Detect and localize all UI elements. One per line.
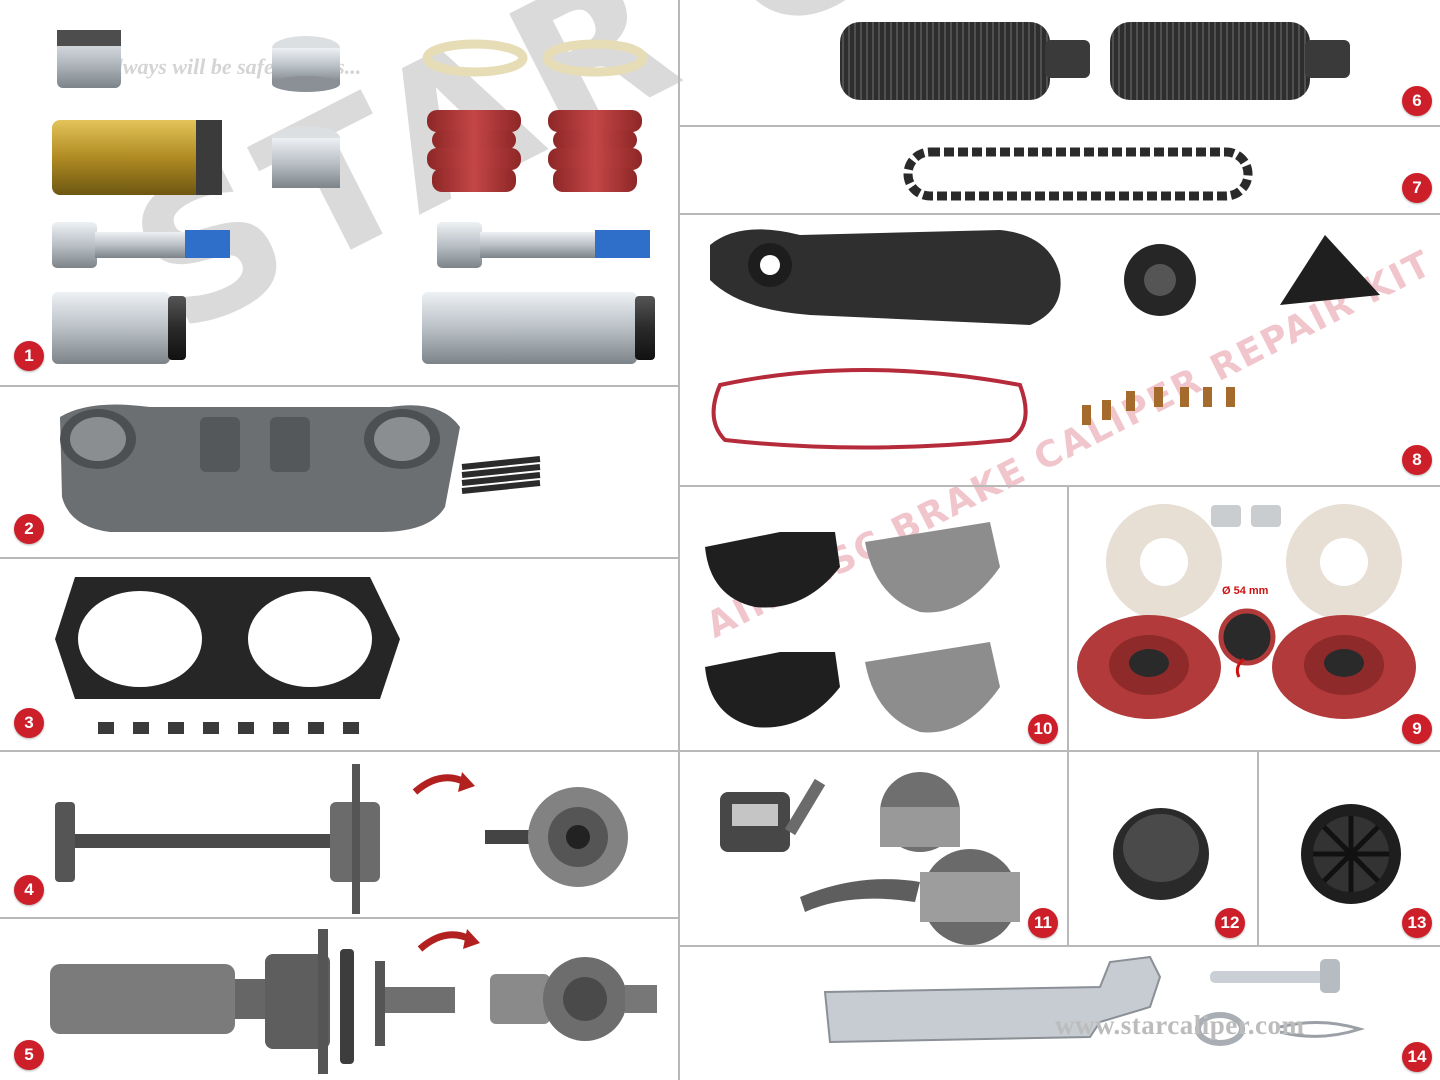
panel-3-parts bbox=[55, 577, 400, 734]
divider bbox=[0, 750, 678, 752]
badge-11: 11 bbox=[1028, 908, 1058, 938]
panel-9-parts bbox=[1077, 504, 1416, 719]
badge-12: 12 bbox=[1215, 908, 1245, 938]
website-url: www.starcaliper.com bbox=[1055, 1010, 1305, 1040]
badge-1: 1 bbox=[14, 341, 44, 371]
panel-11-parts bbox=[720, 772, 1020, 945]
badge-7: 7 bbox=[1402, 173, 1432, 203]
badge-6: 6 bbox=[1402, 86, 1432, 116]
divider bbox=[680, 750, 1440, 752]
divider bbox=[1067, 487, 1069, 947]
badge-5: 5 bbox=[14, 1040, 44, 1070]
panel-8-parts bbox=[710, 229, 1380, 450]
panel-13-parts bbox=[1301, 804, 1401, 904]
badge-14: 14 bbox=[1402, 1042, 1432, 1072]
dimension-label: Ø 54 mm bbox=[1222, 585, 1269, 597]
panel-5-parts bbox=[50, 929, 657, 1074]
badge-13: 13 bbox=[1402, 908, 1432, 938]
badge-2: 2 bbox=[14, 514, 44, 544]
panel-12-parts bbox=[1113, 808, 1209, 900]
divider bbox=[0, 385, 678, 387]
divider bbox=[680, 945, 1440, 947]
badge-8: 8 bbox=[1402, 445, 1432, 475]
panel-1-parts bbox=[52, 30, 655, 364]
panel-14-parts bbox=[823, 955, 1366, 1046]
divider bbox=[1257, 752, 1259, 947]
badge-3: 3 bbox=[14, 708, 44, 738]
divider bbox=[680, 485, 1440, 487]
panel-10-parts bbox=[705, 522, 1000, 733]
badge-9: 9 bbox=[1402, 714, 1432, 744]
panel-4-parts bbox=[55, 764, 628, 914]
divider bbox=[0, 917, 678, 919]
panel-7-parts bbox=[903, 147, 1253, 201]
badge-4: 4 bbox=[14, 875, 44, 905]
divider bbox=[680, 125, 1440, 127]
badge-10: 10 bbox=[1028, 714, 1058, 744]
panel-2-parts bbox=[60, 404, 541, 532]
divider bbox=[680, 213, 1440, 215]
panel-6-parts bbox=[840, 22, 1350, 100]
divider bbox=[678, 0, 680, 1080]
divider bbox=[0, 557, 678, 559]
